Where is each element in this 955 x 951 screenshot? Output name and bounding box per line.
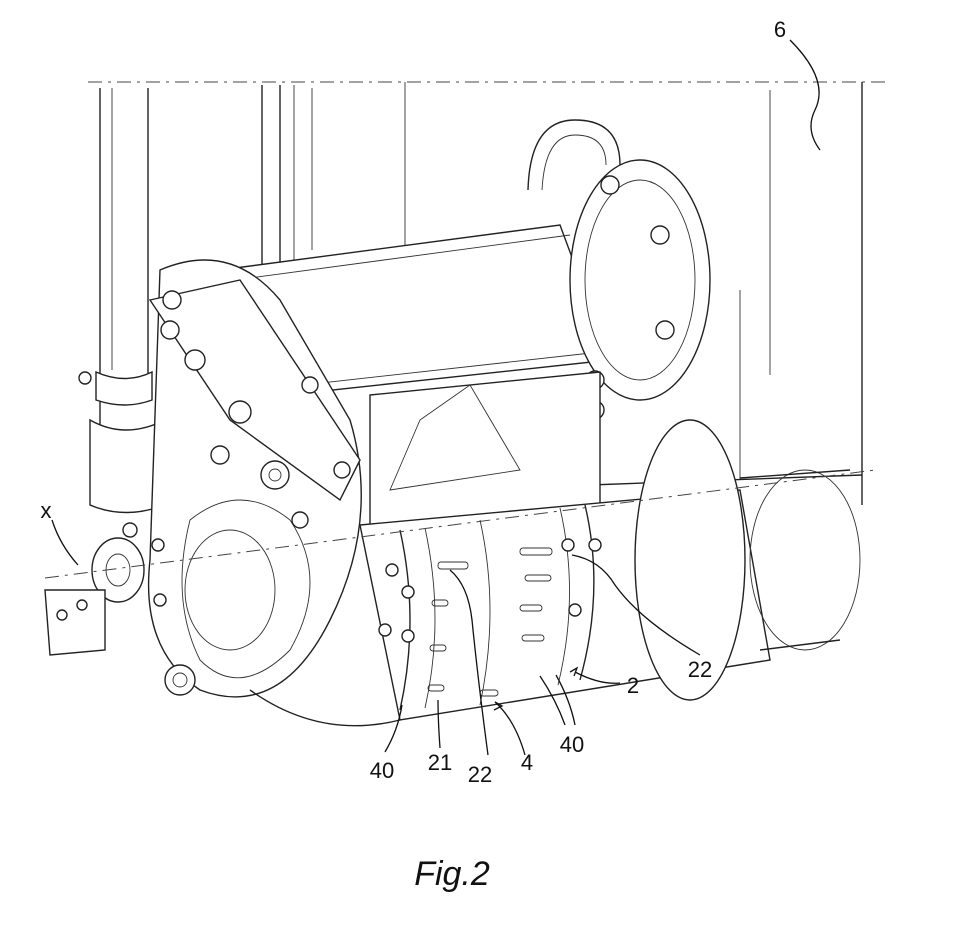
label-sleeve: 21 [428, 750, 452, 775]
label-fasteners-right: 40 [560, 732, 584, 757]
label-slots-bottom: 22 [468, 762, 492, 787]
label-housing: 2 [627, 673, 639, 698]
triangular-bracket [370, 372, 600, 525]
label-axis: x [41, 498, 52, 523]
label-cover: 4 [521, 750, 533, 775]
shaft-hub [45, 523, 166, 655]
figure-caption: Fig.2 [414, 855, 490, 893]
label-frame: 6 [774, 17, 786, 42]
label-fasteners-left: 40 [370, 758, 394, 783]
label-slots-right: 22 [688, 657, 712, 682]
